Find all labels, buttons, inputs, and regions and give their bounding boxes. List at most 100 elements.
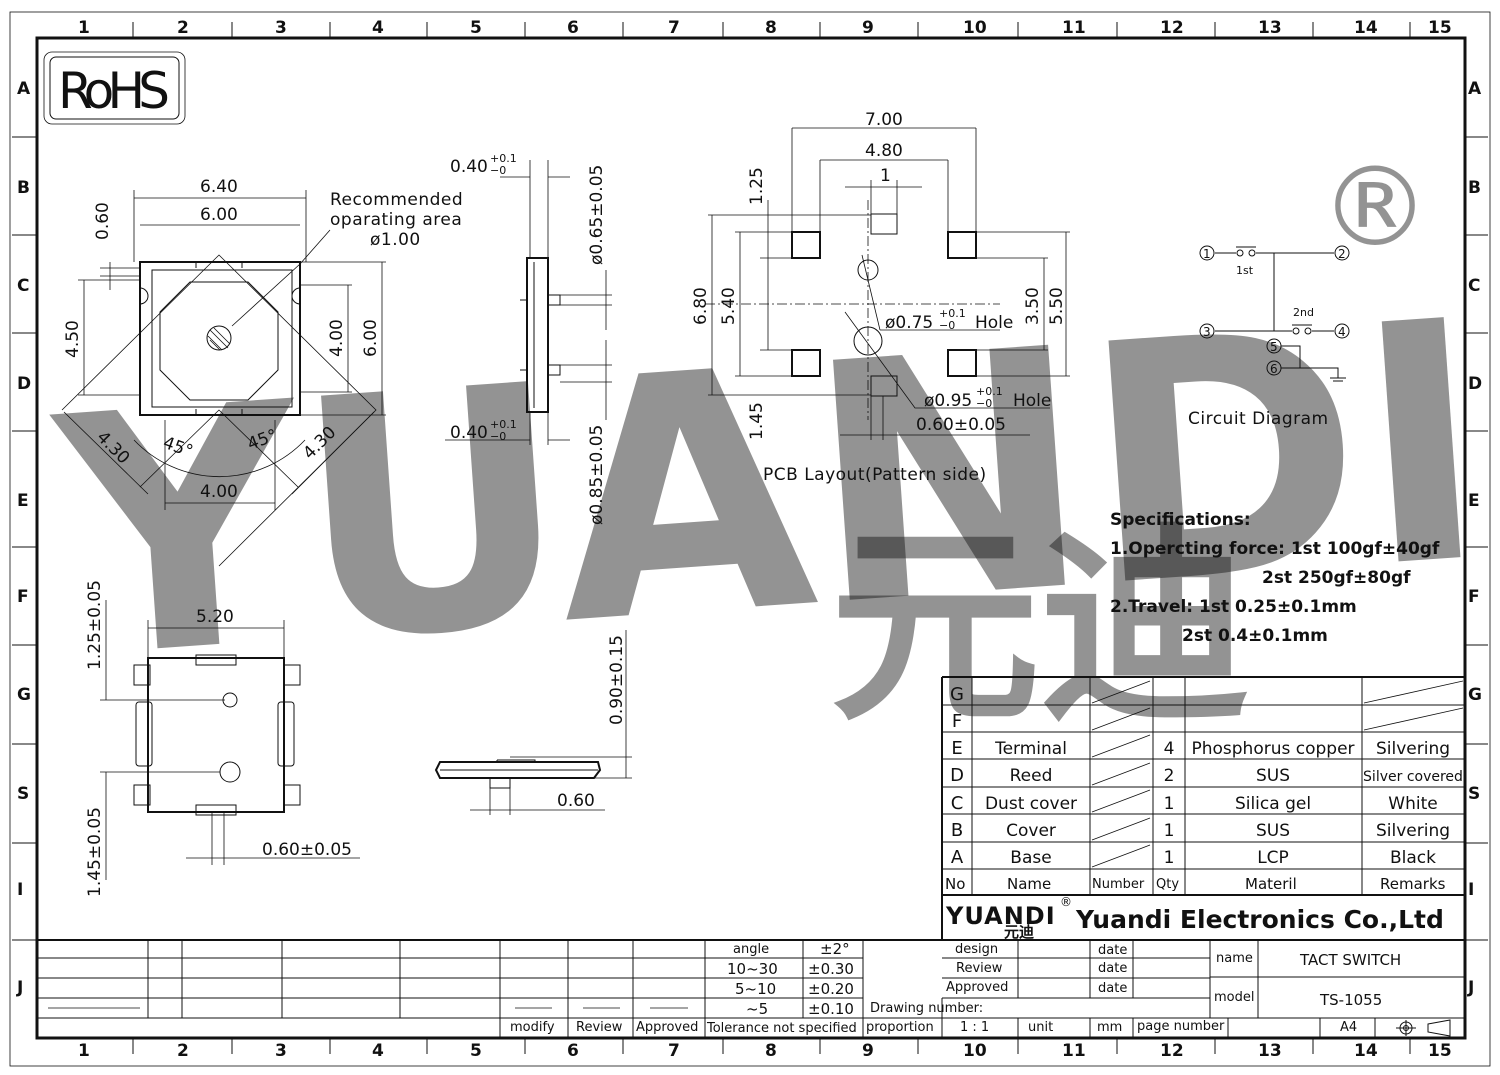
dim-5-40 [735, 231, 792, 377]
phi-bot-label: ø0.85±0.05 [587, 425, 607, 525]
tb-model-label: model [1214, 990, 1254, 1005]
grid-col-bottom-7: 7 [668, 1041, 680, 1061]
rohs-inner-box [49, 56, 180, 120]
tb-scale: 1 : 1 [960, 1020, 989, 1035]
hole2-word: Hole [1013, 391, 1051, 411]
bottom-slot-right [277, 701, 295, 767]
hole2-tol-minus: −0 [976, 397, 992, 410]
grid-col-bottom-2: 2 [177, 1041, 189, 1061]
grid-row-left-D: D [17, 374, 31, 394]
switch-2nd-label: 2nd [1293, 306, 1314, 319]
dim-4-30-lines [63, 411, 375, 495]
side-top-tol-minus: −0 [490, 164, 506, 177]
bom-header-remarks: Remarks [1380, 875, 1446, 893]
dim-0-60-side2 [470, 788, 605, 815]
spec-line-1: 1.Opercting force: 1st 100gf±40gf [1110, 539, 1440, 559]
grid-col-bottom-10: 10 [963, 1041, 987, 1061]
watermark-cn: 元迪 [830, 505, 1250, 750]
tb-model-value: TS-1055 [1319, 991, 1382, 1009]
dim-4-00-right [300, 284, 352, 393]
grid-row-left-G: G [17, 685, 31, 705]
grid-col-bottom-13: 13 [1258, 1041, 1282, 1061]
circuit-wires [1215, 252, 1339, 378]
grid-row-right-D: D [1468, 374, 1482, 394]
dim-0-60 [100, 262, 140, 290]
bom-name-C: Dust cover [985, 794, 1077, 814]
tb-date-2: date [1098, 961, 1127, 976]
dim-label-4-00-bottom: 4.00 [200, 482, 238, 502]
grid-col-top-10: 10 [963, 18, 987, 38]
grid-col-bottom-12: 12 [1160, 1041, 1184, 1061]
dim-3-50 [976, 257, 1048, 351]
bom-header-qty: Qty [1156, 877, 1179, 892]
grid-col-bottom-4: 4 [372, 1041, 384, 1061]
bottom-dim-1-45: 1.45±0.05 [85, 807, 105, 897]
leader-hole-075 [861, 254, 1000, 331]
grid-col-bottom-8: 8 [765, 1041, 777, 1061]
bom-qty-E: 4 [1164, 739, 1175, 759]
grid-col-bottom-14: 14 [1354, 1041, 1378, 1061]
pcb-layout: 7.00 4.80 1 1.25 6.80 5.40 3.50 5.50 1.4… [691, 110, 1070, 485]
grid-col-bottom-9: 9 [862, 1041, 874, 1061]
spec-line-4: 2st 0.4±0.1mm [1182, 626, 1328, 646]
side-top-tol-plus: +0.1 [490, 152, 517, 165]
outer-frame [9, 11, 1491, 1067]
bottom-view-body [147, 657, 285, 813]
pcb-dim-1-25: 1.25 [747, 167, 767, 205]
bom-rem-B: Silvering [1376, 821, 1450, 841]
top-view-octagon [159, 281, 279, 401]
inner-frame [35, 36, 1467, 1040]
bottom-lug-bl [133, 784, 151, 806]
pad-bottom-right [947, 349, 977, 377]
pcb-centerlines [705, 200, 1000, 420]
company-row-outline [37, 895, 1465, 941]
pcb-caption: PCB Layout(Pattern side) [763, 465, 987, 485]
grid-row-right-C: C [1468, 276, 1480, 296]
dim-0-60-bottom [186, 812, 360, 865]
hole2-dia: ø0.95 [924, 391, 972, 411]
grid-row-right-I: I [1468, 880, 1474, 900]
pin-circle-5 [1266, 338, 1282, 354]
pin-label-2: 2 [1338, 247, 1346, 261]
grid-col-bottom-15: 15 [1428, 1041, 1452, 1061]
phi-top-label: ø0.65±0.05 [587, 165, 607, 265]
circuit-diagram: 1 2 3 4 5 6 1st 2nd Circuit Diagram [1188, 245, 1350, 429]
pad-top-center [870, 213, 898, 235]
leader-hole-095 [844, 311, 1050, 409]
bottom-dim-5-20: 5.20 [196, 607, 234, 627]
grid-row-right-B: B [1468, 178, 1481, 198]
dim-label-4-50: 4.50 [63, 320, 83, 358]
bottom-tab-bottom [195, 804, 237, 816]
tb-review: Review [956, 961, 1003, 976]
bom-mat-D: SUS [1256, 766, 1290, 786]
circuit-switch-contacts [1236, 246, 1346, 382]
grid-row-right-G: G [1468, 685, 1482, 705]
grid-col-bottom-11: 11 [1062, 1041, 1086, 1061]
grid-col-top-7: 7 [668, 18, 680, 38]
bottom-slot-left [135, 701, 153, 767]
pcb-dim-1-45: 1.45 [747, 402, 767, 440]
tb-range-1: 10~30 [727, 960, 778, 978]
grid-col-top-4: 4 [372, 18, 384, 38]
bom-qty-D: 2 [1164, 766, 1175, 786]
bom-outline [941, 676, 1465, 896]
grid-col-top-5: 5 [470, 18, 482, 38]
bom-header-number: Number [1092, 877, 1145, 892]
tb-approved: Approved [946, 980, 1008, 995]
bom-empty-slashes [1091, 680, 1464, 868]
side-view: 0.40 +0.1 −0 0.40 +0.1 −0 ø0.65±0.05 ø0.… [445, 152, 612, 525]
spec-title: Specifications: [1110, 510, 1251, 530]
hole2-tol-plus: +0.1 [976, 385, 1003, 398]
side-bot-dim: 0.40 [450, 423, 488, 443]
bottom-hole-2 [219, 761, 241, 783]
side-top-dim: 0.40 [450, 157, 488, 177]
pin-label-6: 6 [1270, 362, 1278, 376]
bottom-lug-tr [283, 664, 301, 686]
side-bot-tol-minus: −0 [490, 430, 506, 443]
bottom-dim-1-25: 1.25±0.05 [85, 580, 105, 670]
tb-modify: modify [510, 1020, 555, 1035]
rec-area-line2: oparating area [330, 210, 462, 230]
hole1-tol-plus: +0.1 [939, 307, 966, 320]
pad-top-right [947, 231, 977, 259]
